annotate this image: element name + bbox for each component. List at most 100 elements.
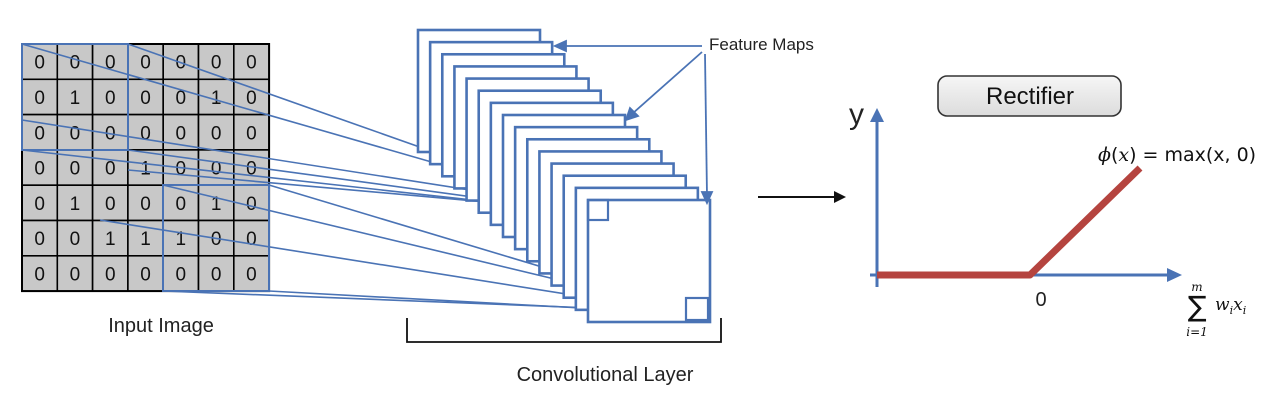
feature-cell-bottom-right (684, 296, 710, 322)
grid-cell-value: 0 (211, 53, 222, 74)
grid-cell-value: 0 (176, 264, 187, 285)
grid-border (21, 43, 271, 293)
feature-map (586, 198, 712, 324)
relu-formula: ϕ(x)=max(x, 0) (1098, 144, 1256, 166)
grid-cell-value: 0 (246, 53, 257, 74)
grid-cell-value: 0 (211, 229, 222, 250)
grid-cell-value: 0 (140, 88, 151, 109)
grid-cell-value: 1 (70, 194, 81, 215)
grid-cell-value: 0 (140, 264, 151, 285)
y-axis-arrowhead (870, 108, 884, 122)
formula-x: x (1118, 144, 1129, 166)
grid-cell (56, 113, 94, 151)
grid-cell-value: 0 (246, 159, 257, 180)
grid-cell (197, 43, 235, 81)
input-image-label: Input Image (108, 315, 214, 337)
feature-cell-top-left (586, 198, 610, 222)
formula-max: max (1164, 144, 1205, 166)
grid-cell-value: 0 (34, 123, 45, 144)
formula-close: ) (1129, 144, 1136, 166)
formula-eq: = (1143, 144, 1159, 166)
arrow-head (552, 39, 567, 53)
grid-cell-value: 1 (70, 88, 81, 109)
grid-cell-value: 0 (34, 264, 45, 285)
formula-args: (x, 0) (1206, 144, 1256, 166)
grid-cell-value: 0 (34, 88, 45, 109)
grid-cell-value: 0 (70, 123, 81, 144)
grid-cell (233, 43, 270, 81)
grid-cell (56, 184, 94, 222)
grid-cell (91, 255, 129, 292)
feature-map-arrows (552, 39, 714, 206)
sum-x: x (1233, 295, 1243, 315)
feature-map-stack (416, 28, 712, 324)
relu-axes (870, 108, 1182, 287)
grid-cell-value: 0 (105, 53, 116, 74)
grid-cell (127, 149, 165, 186)
grid-cell-value: 0 (105, 159, 116, 180)
grid-cell-value: 0 (246, 229, 257, 250)
origin-label: 0 (1035, 289, 1046, 311)
grid-cell-value: 0 (246, 88, 257, 109)
grid-cell (91, 78, 129, 116)
sum-symbol: ∑ (1188, 290, 1207, 323)
grid-cell-value: 0 (70, 159, 81, 180)
summation-label: m ∑ i=1 wixi (1186, 280, 1246, 339)
transition-arrow (758, 191, 846, 203)
sum-lower: i=1 (1186, 325, 1208, 339)
arrow-head (700, 191, 714, 206)
grid-cell-value: 1 (140, 229, 151, 250)
sum-term: wixi (1215, 295, 1246, 317)
grid-cell-value: 0 (70, 53, 81, 74)
grid-cell-value: 0 (105, 264, 116, 285)
grid-cell-value: 1 (211, 88, 222, 109)
grid-cell-value: 0 (140, 123, 151, 144)
grid-cell-value: 0 (140, 194, 151, 215)
grid-cell-value: 0 (70, 264, 81, 285)
conv-layer-label: Convolutional Layer (517, 364, 694, 386)
grid-cell-value: 0 (105, 194, 116, 215)
grid-cell-value: 0 (176, 123, 187, 144)
grid-cell-value: 0 (34, 229, 45, 250)
grid-cell-value: 0 (140, 53, 151, 74)
grid-cell-value: 0 (211, 159, 222, 180)
sum-x-sub: i (1243, 304, 1247, 317)
y-axis-label: y (849, 98, 864, 131)
sum-w-sub: i (1230, 304, 1234, 317)
rectifier-title: Rectifier (986, 83, 1074, 110)
arrow-head (624, 106, 640, 122)
input-image-grid: 0 0 0 0 0 0 0 0 1 0 0 0 1 0 0 0 0 0 0 0 0 0 0 0 1 0 0 0 0 1 0 0 0 1 0 0 0 1 1 1… (21, 43, 271, 293)
feature-maps-label: Feature Maps (709, 35, 814, 54)
relu-curve (877, 165, 1143, 279)
grid-cell-value: 0 (105, 88, 116, 109)
grid-cell-value: 0 (70, 229, 81, 250)
grid-cell-value: 0 (176, 194, 187, 215)
grid-cell-value: 0 (34, 159, 45, 180)
grid-cell-value: 0 (34, 53, 45, 74)
grid-cell-value: 0 (246, 264, 257, 285)
x-axis-arrowhead (1167, 268, 1182, 282)
grid-cell-value: 0 (246, 194, 257, 215)
grid-cell (127, 219, 165, 257)
filter-box-top-left (21, 43, 129, 151)
filter-highlight-boxes (21, 43, 270, 292)
grid-cell-value: 0 (34, 194, 45, 215)
rectifier-button[interactable]: Rectifier (937, 75, 1122, 117)
grid-cell (56, 219, 94, 257)
arrow-head (834, 191, 846, 203)
grid-cell-value: 1 (105, 229, 116, 250)
conv-layer-bracket (406, 318, 722, 343)
grid-cell-value: 1 (176, 229, 187, 250)
filter-box-bottom-right (162, 184, 270, 292)
grid-cell-value: 1 (140, 159, 151, 180)
grid-cell (91, 219, 129, 257)
formula-phi: ϕ (1098, 144, 1111, 166)
grid-cell-value: 0 (176, 88, 187, 109)
grid-cell-value: 0 (211, 264, 222, 285)
grid-cell-value: 0 (176, 159, 187, 180)
grid-cell-value: 1 (211, 194, 222, 215)
sum-w: w (1215, 295, 1230, 315)
sum-upper: m (1191, 280, 1202, 294)
grid-cell-value: 0 (211, 123, 222, 144)
